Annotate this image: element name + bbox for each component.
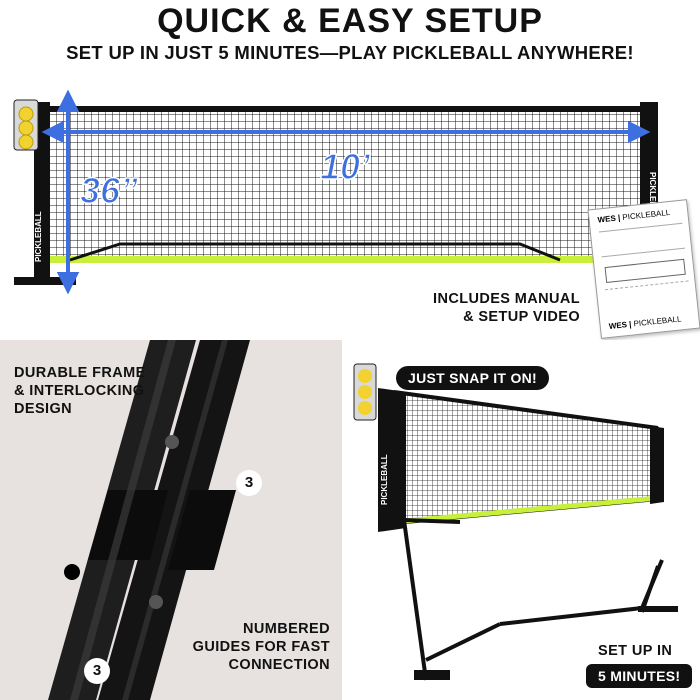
right-sleeve-logo: PICKLEBALL [648,171,657,223]
manual-booklet: WES | PICKLEBALL WES | PICKLEBALL [587,199,700,339]
frame-stand [402,518,664,681]
left-sleeve-logo: PICKLEBALL [34,211,43,263]
height-dimension-label: 36” [79,169,139,212]
frame-tubes-illustration [48,340,250,700]
net-mesh [48,110,642,260]
page-subtitle: SET UP IN JUST 5 MINUTES—PLAY PICKLEBALL… [66,42,634,63]
pickleball-2 [18,120,34,136]
net-top-band [44,106,646,112]
durable-frame-caption: DURABLE FRAME & INTERLOCKING DESIGN [14,365,146,417]
numbered-guides-caption: NUMBERED GUIDES FOR FAST CONNECTION [192,621,330,673]
height-arrow [56,89,80,295]
snap-on-pill: JUST SNAP IT ON! [396,366,550,390]
manual-caption: INCLUDES MANUAL & SETUP VIDEO [433,291,580,325]
manual-product: PICKLEBALL [621,207,671,222]
setup-time-caption: SET UP IN [598,643,673,659]
net-assembly-illustration [353,363,678,681]
page-title: QUICK & EASY SETUP [157,2,543,40]
width-arrow [41,120,651,144]
snap-on-panel: JUST SNAP IT ON! PICKLEBALL SET UP IN 5 … [342,340,700,700]
number-guide-badge-upper: 3 [236,470,262,496]
net-dimensions-panel: PICKLEBALL PICKLEBALL 36” 10’ INCLUDES M… [0,72,700,340]
five-minutes-pill: 5 MINUTES! [586,664,693,688]
pickleball-1 [18,106,34,122]
snap-sleeve-logo: PICKLEBALL [380,454,389,506]
left-foot [14,277,76,285]
number-guide-badge-lower: 3 [84,658,110,684]
net-bottom-tape [44,256,646,263]
pickleball-3 [18,134,34,150]
net-illustration [13,89,676,295]
width-dimension-label: 10’ [319,145,371,188]
frame-closeup-panel: DURABLE FRAME & INTERLOCKING DESIGN 3 3 … [0,340,342,700]
manual-brand: WES [597,213,617,225]
